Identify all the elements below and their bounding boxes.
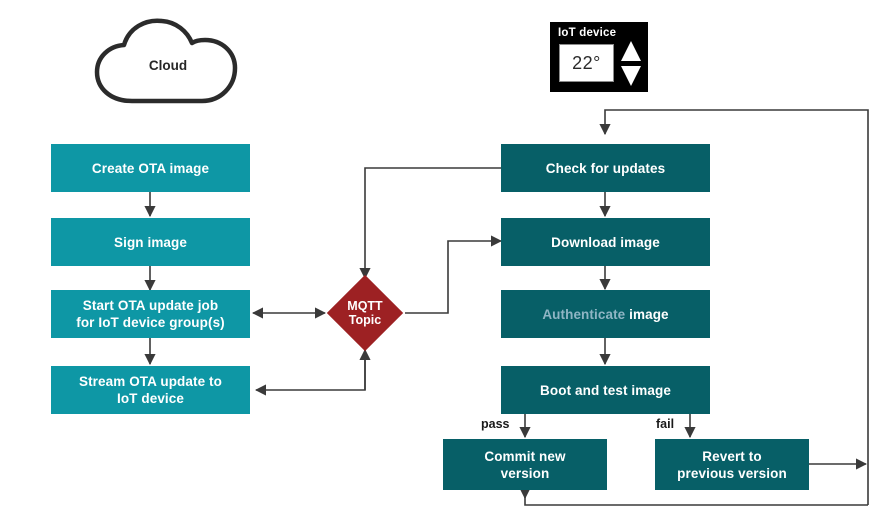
node-check-for-updates[interactable]: Check for updates <box>501 144 710 192</box>
edge-commit-to-bottom-bus <box>524 490 868 506</box>
node-label: Authenticate image <box>542 306 668 323</box>
mqtt-topic-line1: MQTT <box>347 298 383 313</box>
edge-mqtt-to-stream <box>254 348 366 396</box>
edge-mqtt-to-download <box>405 235 503 314</box>
node-sign-image[interactable]: Sign image <box>51 218 250 266</box>
edge-check-to-mqtt <box>359 167 501 280</box>
cloud-node: Cloud <box>88 14 248 110</box>
node-label: Boot and test image <box>540 382 671 398</box>
iot-device-panel: IoT device 22° <box>550 22 648 92</box>
node-label: Start OTA update job for IoT device grou… <box>76 298 225 330</box>
node-mqtt-topic[interactable]: MQTT Topic <box>326 274 404 352</box>
node-commit-new-version[interactable]: Commit new version <box>443 439 607 490</box>
cloud-label: Cloud <box>148 58 188 73</box>
node-label: Sign image <box>113 234 187 250</box>
node-stream-ota-update[interactable]: Stream OTA update to IoT device <box>51 366 250 414</box>
iot-device-title: IoT device <box>558 27 617 39</box>
iot-temperature-value: 22° <box>572 52 601 73</box>
edge-return-bus-to-check <box>599 109 869 505</box>
node-boot-and-test-image[interactable]: Boot and test image <box>501 366 710 414</box>
iot-temperature-display: 22° <box>559 44 614 82</box>
node-revert-to-previous-version[interactable]: Revert to previous version <box>655 439 809 490</box>
node-authenticate-image[interactable]: Authenticate image <box>501 290 710 338</box>
node-download-image[interactable]: Download image <box>501 218 710 266</box>
node-label: Check for updates <box>545 160 666 176</box>
up-down-arrows-icon[interactable] <box>620 40 642 87</box>
node-create-ota-image[interactable]: Create OTA image <box>51 144 250 192</box>
edge-label-pass: pass <box>481 417 510 431</box>
mqtt-topic-label: MQTT Topic <box>347 299 382 328</box>
node-label: Download image <box>551 234 660 250</box>
mqtt-topic-line2: Topic <box>348 313 382 327</box>
node-label: Revert to previous version <box>677 448 787 481</box>
node-label-muted-word: Authenticate <box>542 306 626 322</box>
node-label: Stream OTA update to IoT device <box>78 374 222 406</box>
edge-label-fail: fail <box>656 417 675 431</box>
node-label: Create OTA image <box>91 160 210 176</box>
node-label-strong-word: image <box>629 306 669 322</box>
node-start-ota-update-job[interactable]: Start OTA update job for IoT device grou… <box>51 290 250 338</box>
node-label: Commit new version <box>484 448 566 481</box>
cloud-icon <box>94 18 238 104</box>
